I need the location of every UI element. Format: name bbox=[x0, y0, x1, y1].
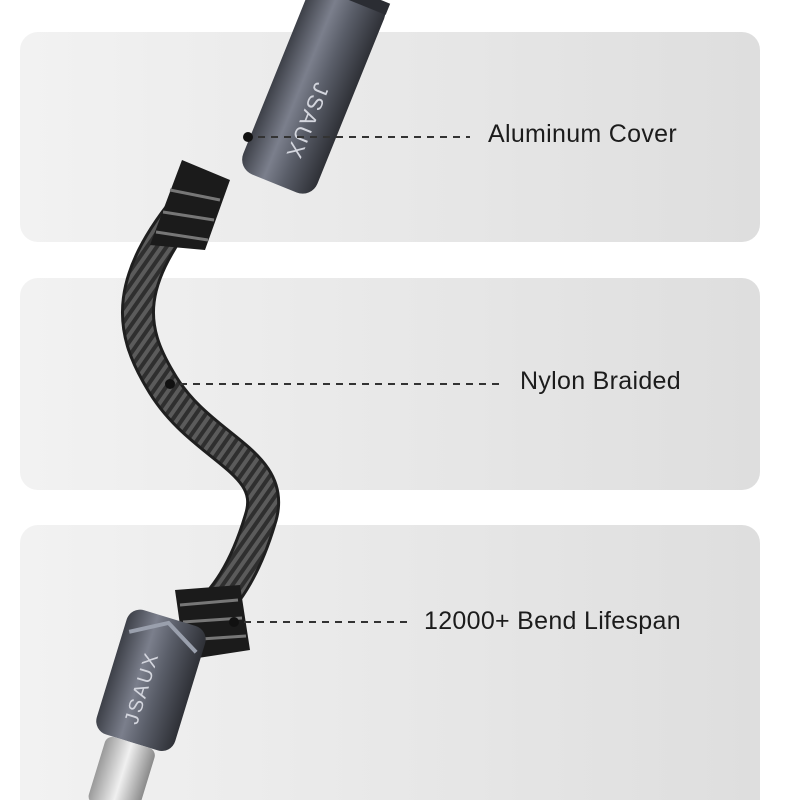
callout-aluminum bbox=[243, 132, 470, 142]
callout-bend bbox=[229, 617, 410, 627]
top-strain-relief bbox=[150, 160, 230, 250]
callout-label-nylon-braided: Nylon Braided bbox=[520, 367, 681, 395]
callout-nylon bbox=[165, 379, 502, 389]
aluminum-cover-top: JSAUX bbox=[242, 0, 391, 194]
callout-label-bend-lifespan: 12000+ Bend Lifespan bbox=[424, 607, 681, 635]
aluminum-cover-bottom: JSAUX bbox=[88, 609, 206, 800]
callout-label-aluminum-cover: Aluminum Cover bbox=[488, 120, 677, 148]
